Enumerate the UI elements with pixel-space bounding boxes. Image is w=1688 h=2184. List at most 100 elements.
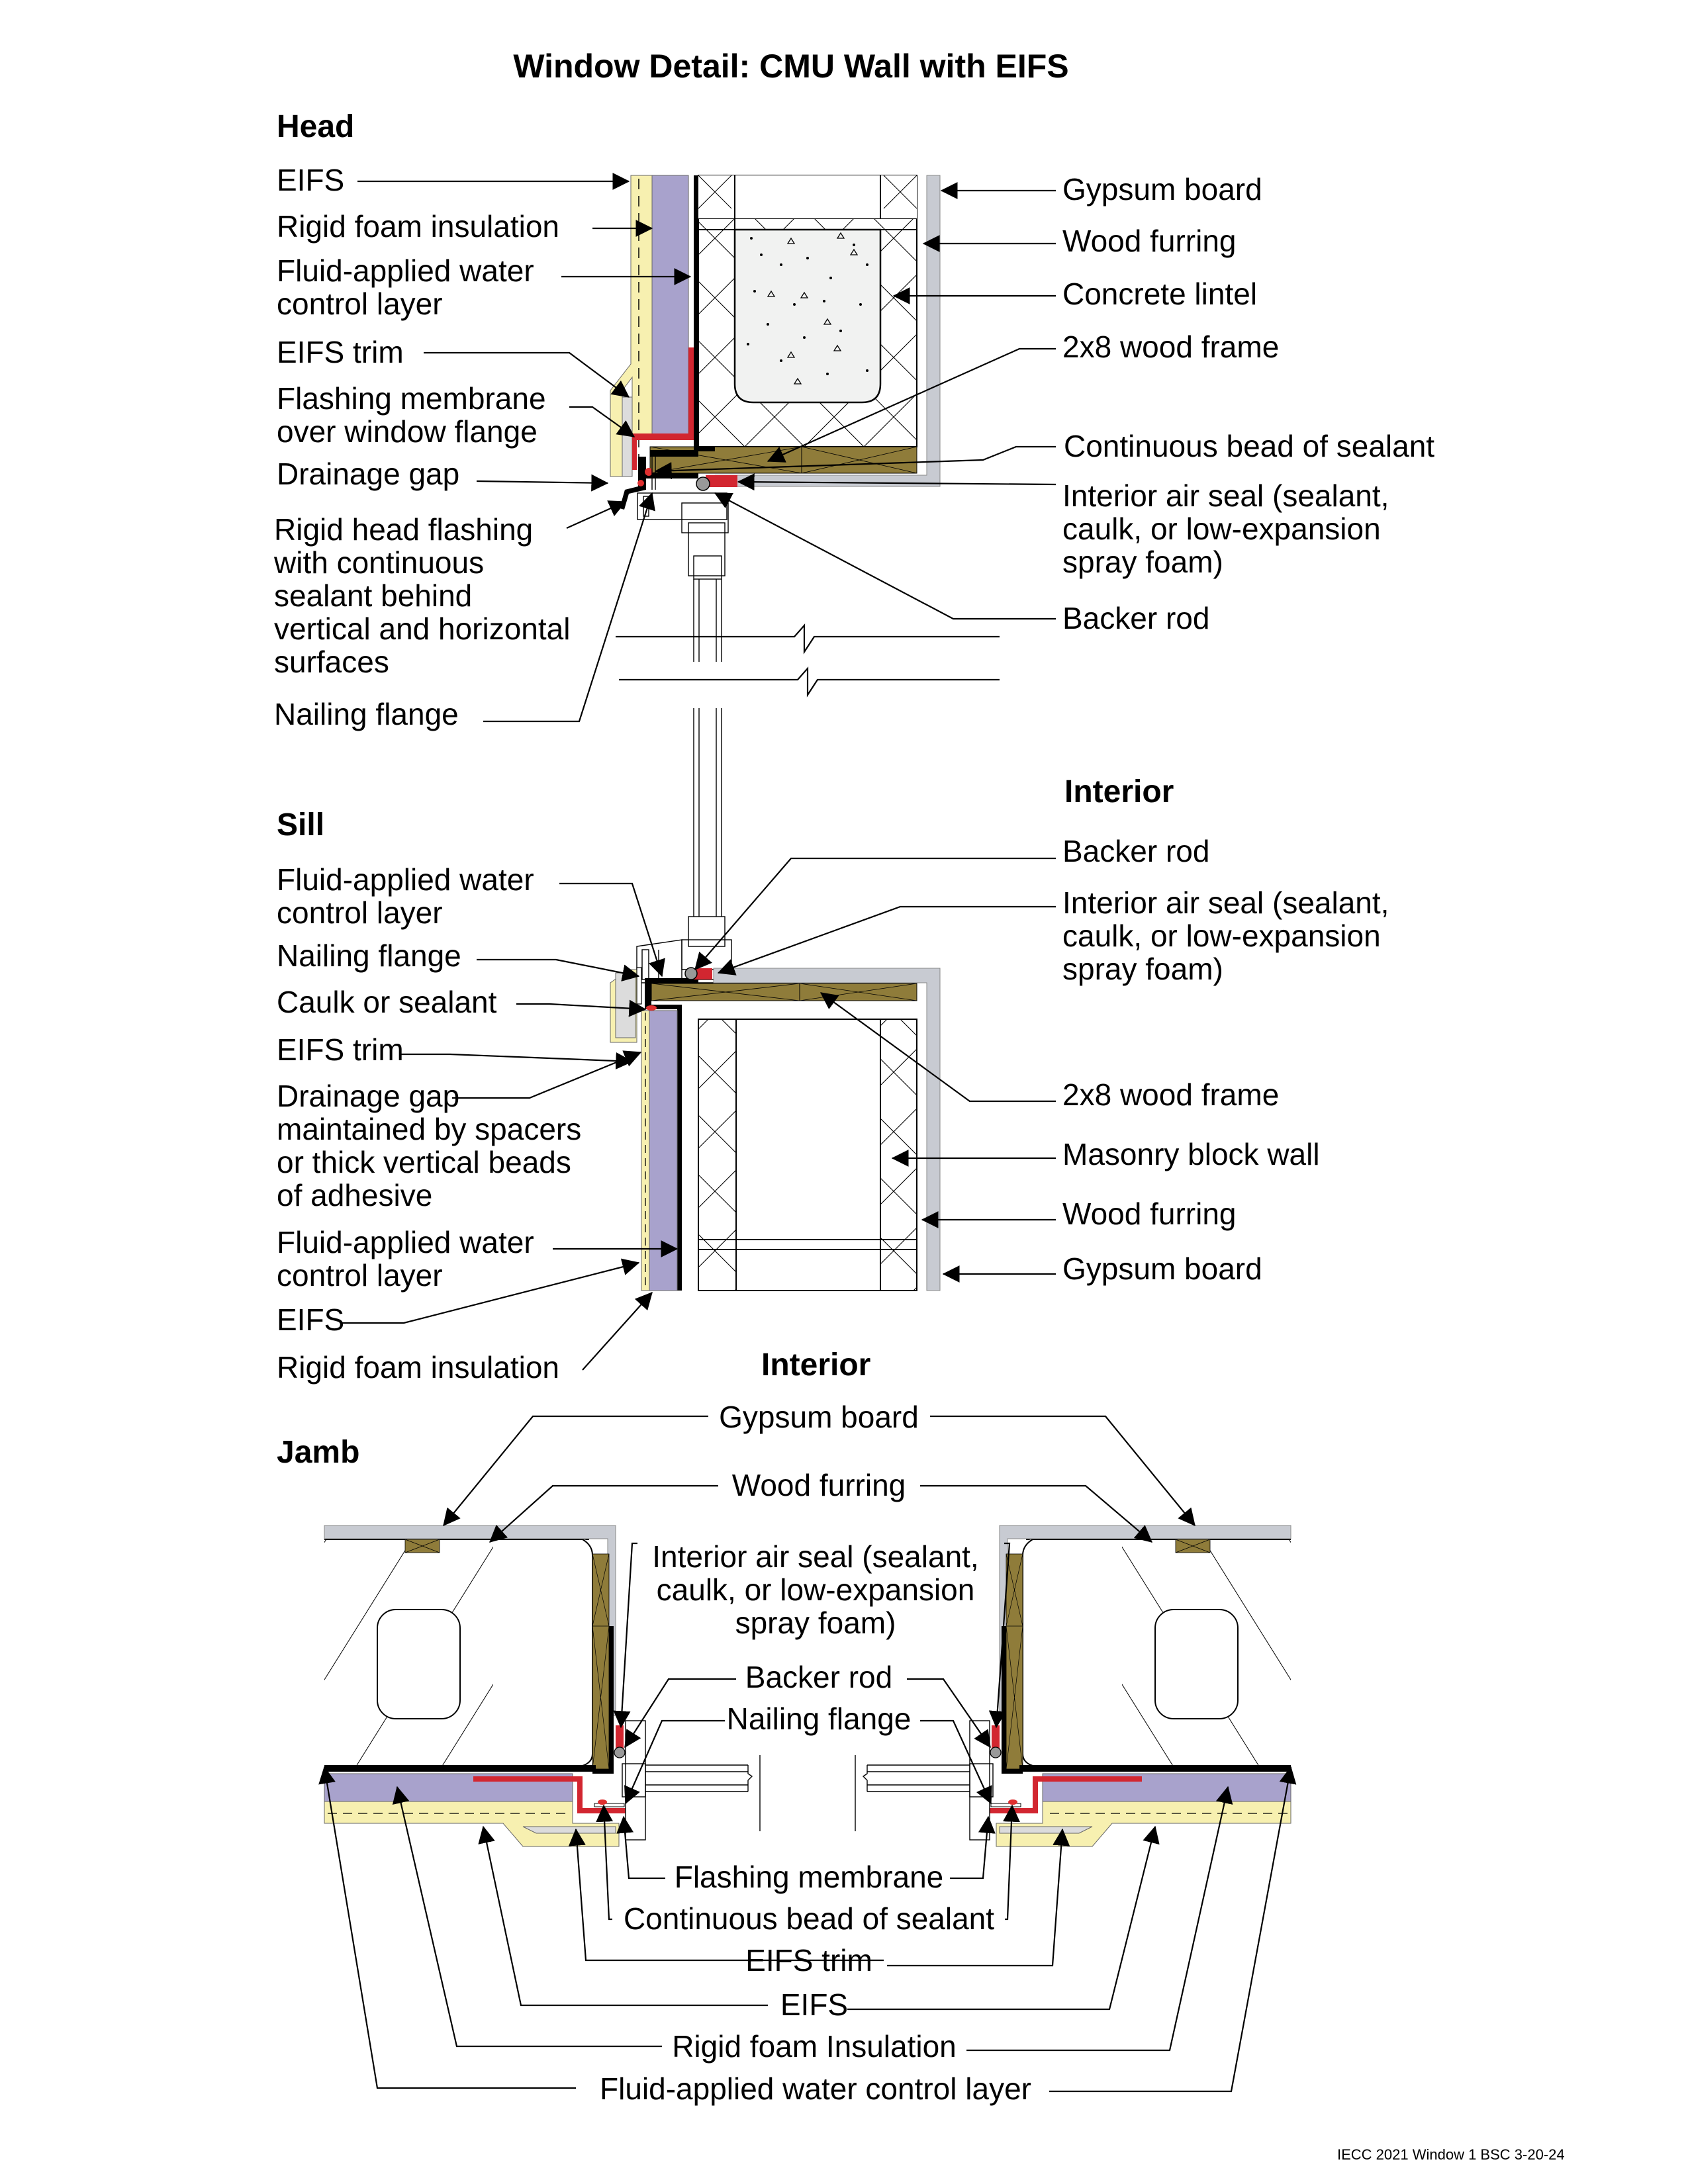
callout-label-line: Wood furring <box>732 1468 906 1502</box>
callout-label: Continuous bead of sealant <box>624 1901 994 1936</box>
callout-label-line: spray foam) <box>1062 545 1223 579</box>
callout-label: Fluid-applied water control layer <box>600 2071 1031 2106</box>
break-line <box>616 623 1000 655</box>
callout-label: Continuous bead of sealant <box>1064 429 1434 463</box>
callout-label: EIFS <box>277 163 344 197</box>
callout-label-line: Fluid-applied water <box>277 862 534 897</box>
callout-label: EIFS trim <box>277 335 404 369</box>
callout-label-line: control layer <box>277 287 443 321</box>
jamb-heading: Jamb <box>277 1435 359 1470</box>
callout-label-line: Interior air seal (sealant, <box>1062 886 1389 920</box>
callout-label-line: Fluid-applied water <box>277 253 534 288</box>
callout-label-line: Fluid-applied water control layer <box>600 2071 1031 2106</box>
callout-label: Flashing membrane <box>675 1860 944 1894</box>
footer-credit: IECC 2021 Window 1 BSC 3-20-24 <box>1337 2146 1565 2163</box>
callout-label-line: 2x8 wood frame <box>1062 330 1279 364</box>
callout-label-line: Wood furring <box>1062 224 1237 258</box>
callout-label-line: with continuous <box>273 545 484 580</box>
sill-heading: Sill <box>277 807 324 842</box>
callout-label: Interior air seal (sealant,caulk, or low… <box>1062 478 1389 579</box>
head-right-leaders <box>654 182 1056 620</box>
concrete-aggregate <box>747 237 868 375</box>
callout-label: Gypsum board <box>1062 172 1262 206</box>
callout-label-line: EIFS trim <box>277 335 404 369</box>
callout-label: Wood furring <box>1062 1197 1237 1231</box>
callout-label-line: Fluid-applied water <box>277 1225 534 1259</box>
callout-label-line: control layer <box>277 1258 443 1293</box>
callout-label-line: EIFS trim <box>745 1943 872 1978</box>
callout-label: Drainage gap <box>277 457 459 491</box>
rigid-foam-insulation <box>651 175 689 436</box>
head-heading: Head <box>277 109 354 144</box>
backer-rod <box>684 967 698 980</box>
callout-label: EIFS <box>277 1302 344 1337</box>
callout-label: Interior air seal (sealant,caulk, or low… <box>652 1539 978 1640</box>
callout-label: EIFS <box>780 1987 848 2022</box>
callout-label-line: Rigid foam Insulation <box>672 2029 957 2064</box>
window-glass-sill <box>636 708 732 983</box>
callout-label-line: Caulk or sealant <box>277 985 497 1019</box>
callout-label-line: of adhesive <box>277 1178 432 1212</box>
interior-air-seal <box>692 968 712 979</box>
callout-label-line: Rigid head flashing <box>274 512 533 547</box>
callout-label: Rigid foam Insulation <box>672 2029 957 2064</box>
callout-label-line: caulk, or low-expansion <box>1062 512 1381 546</box>
callout-label-line: maintained by spacers <box>277 1112 581 1146</box>
wood-frame-2x8 <box>651 983 917 1001</box>
callout-label-line: caulk, or low-expansion <box>1062 919 1381 953</box>
callout-label-line: EIFS <box>277 163 344 197</box>
callout-label: Rigid foam insulation <box>277 1350 559 1385</box>
interior-air-seal <box>706 475 737 487</box>
callout-label: Masonry block wall <box>1062 1137 1320 1171</box>
callout-label: Wood furring <box>732 1468 906 1502</box>
callout-label-line: Drainage gap <box>277 457 459 491</box>
callout-label: Backer rod <box>1062 834 1209 868</box>
caulk-sealant <box>646 1005 657 1011</box>
backer-rod <box>696 477 710 491</box>
callout-label-line: vertical and horizontal <box>274 612 570 646</box>
gypsum-board <box>713 968 941 1291</box>
jamb-top-leaders <box>443 1415 1196 1805</box>
callout-label-line: Continuous bead of sealant <box>1064 429 1434 463</box>
callout-label-line: Masonry block wall <box>1062 1137 1320 1171</box>
callout-label: Caulk or sealant <box>277 985 497 1019</box>
masonry-block-wall <box>698 1019 917 1291</box>
callout-label-line: Flashing membrane <box>675 1860 944 1894</box>
callout-label: EIFS trim <box>745 1943 872 1978</box>
callout-label-line: Backer rod <box>1062 834 1209 868</box>
callout-label: Rigid foam insulation <box>277 209 559 244</box>
callout-label-line: Rigid foam insulation <box>277 1350 559 1385</box>
eifs-trim <box>622 396 633 477</box>
callout-label: Backer rod <box>1062 601 1209 635</box>
jamb-detail: Interior Jamb <box>277 1347 1297 2106</box>
jamb-interior-label: Interior <box>761 1347 870 1383</box>
callout-label-line: Wood furring <box>1062 1197 1237 1231</box>
callout-label: Wood furring <box>1062 224 1237 258</box>
callout-label: Interior air seal (sealant,caulk, or low… <box>1062 886 1389 986</box>
callout-label-line: caulk, or low-expansion <box>657 1572 975 1607</box>
head-detail: Head <box>273 109 1434 731</box>
callout-label: Nailing flange <box>274 697 459 731</box>
jamb-right <box>855 1525 1291 1847</box>
callout-label-line: spray foam) <box>735 1606 896 1640</box>
callout-label-line: sealant behind <box>274 578 472 613</box>
callout-label-line: Backer rod <box>1062 601 1209 635</box>
callout-label-line: Gypsum board <box>1062 1251 1262 1286</box>
callout-label-line: or thick vertical beads <box>277 1145 571 1179</box>
callout-label-line: Nailing flange <box>727 1702 912 1736</box>
callout-label-line: Rigid foam insulation <box>277 209 559 244</box>
callout-label-line: Interior air seal (sealant, <box>1062 478 1389 513</box>
head-left-leaders <box>357 173 692 723</box>
callout-label-line: EIFS <box>780 1987 848 2022</box>
sill-interior-label: Interior <box>1064 774 1174 809</box>
callout-label-line: Gypsum board <box>1062 172 1262 206</box>
callout-label-line: over window flange <box>277 414 538 449</box>
